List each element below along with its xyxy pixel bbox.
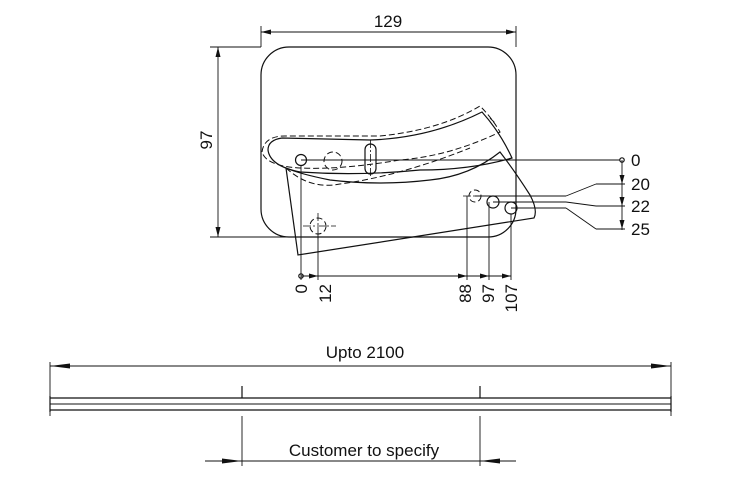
blade-length-label: Upto 2100 [326,343,404,362]
blade-length-dimension: Upto 2100 [49,343,672,416]
v-pos-0: 0 [631,151,640,170]
vertical-position-leaders: 0 20 22 25 [475,151,650,239]
v-pos-25: 25 [631,220,650,239]
height-label: 97 [197,131,216,150]
h-pos-12: 12 [316,284,335,303]
spacing-label: Customer to specify [289,441,440,460]
h-pos-88: 88 [456,284,475,303]
alternate-position-dashed [261,105,501,169]
horizontal-position-dimensions: 0 12 88 97 107 [292,166,521,312]
bracket-plate-view: 129 97 [197,12,650,312]
h-pos-107: 107 [502,284,521,312]
v-pos-22: 22 [631,197,650,216]
v-pos-20: 20 [631,175,650,194]
dashed-pivot-circle [323,151,343,171]
width-dimension: 129 [260,12,517,47]
width-label: 129 [374,12,402,31]
height-dimension: 97 [197,46,300,238]
spacing-dimension: Customer to specify [205,416,516,466]
h-pos-0: 0 [292,284,311,293]
blade-side-view: Upto 2100 Customer to specify [49,343,672,466]
upper-arm-solid [267,111,513,175]
plate-outline [260,46,517,238]
blade-arm-solid [285,151,536,256]
h-pos-97: 97 [479,284,498,303]
